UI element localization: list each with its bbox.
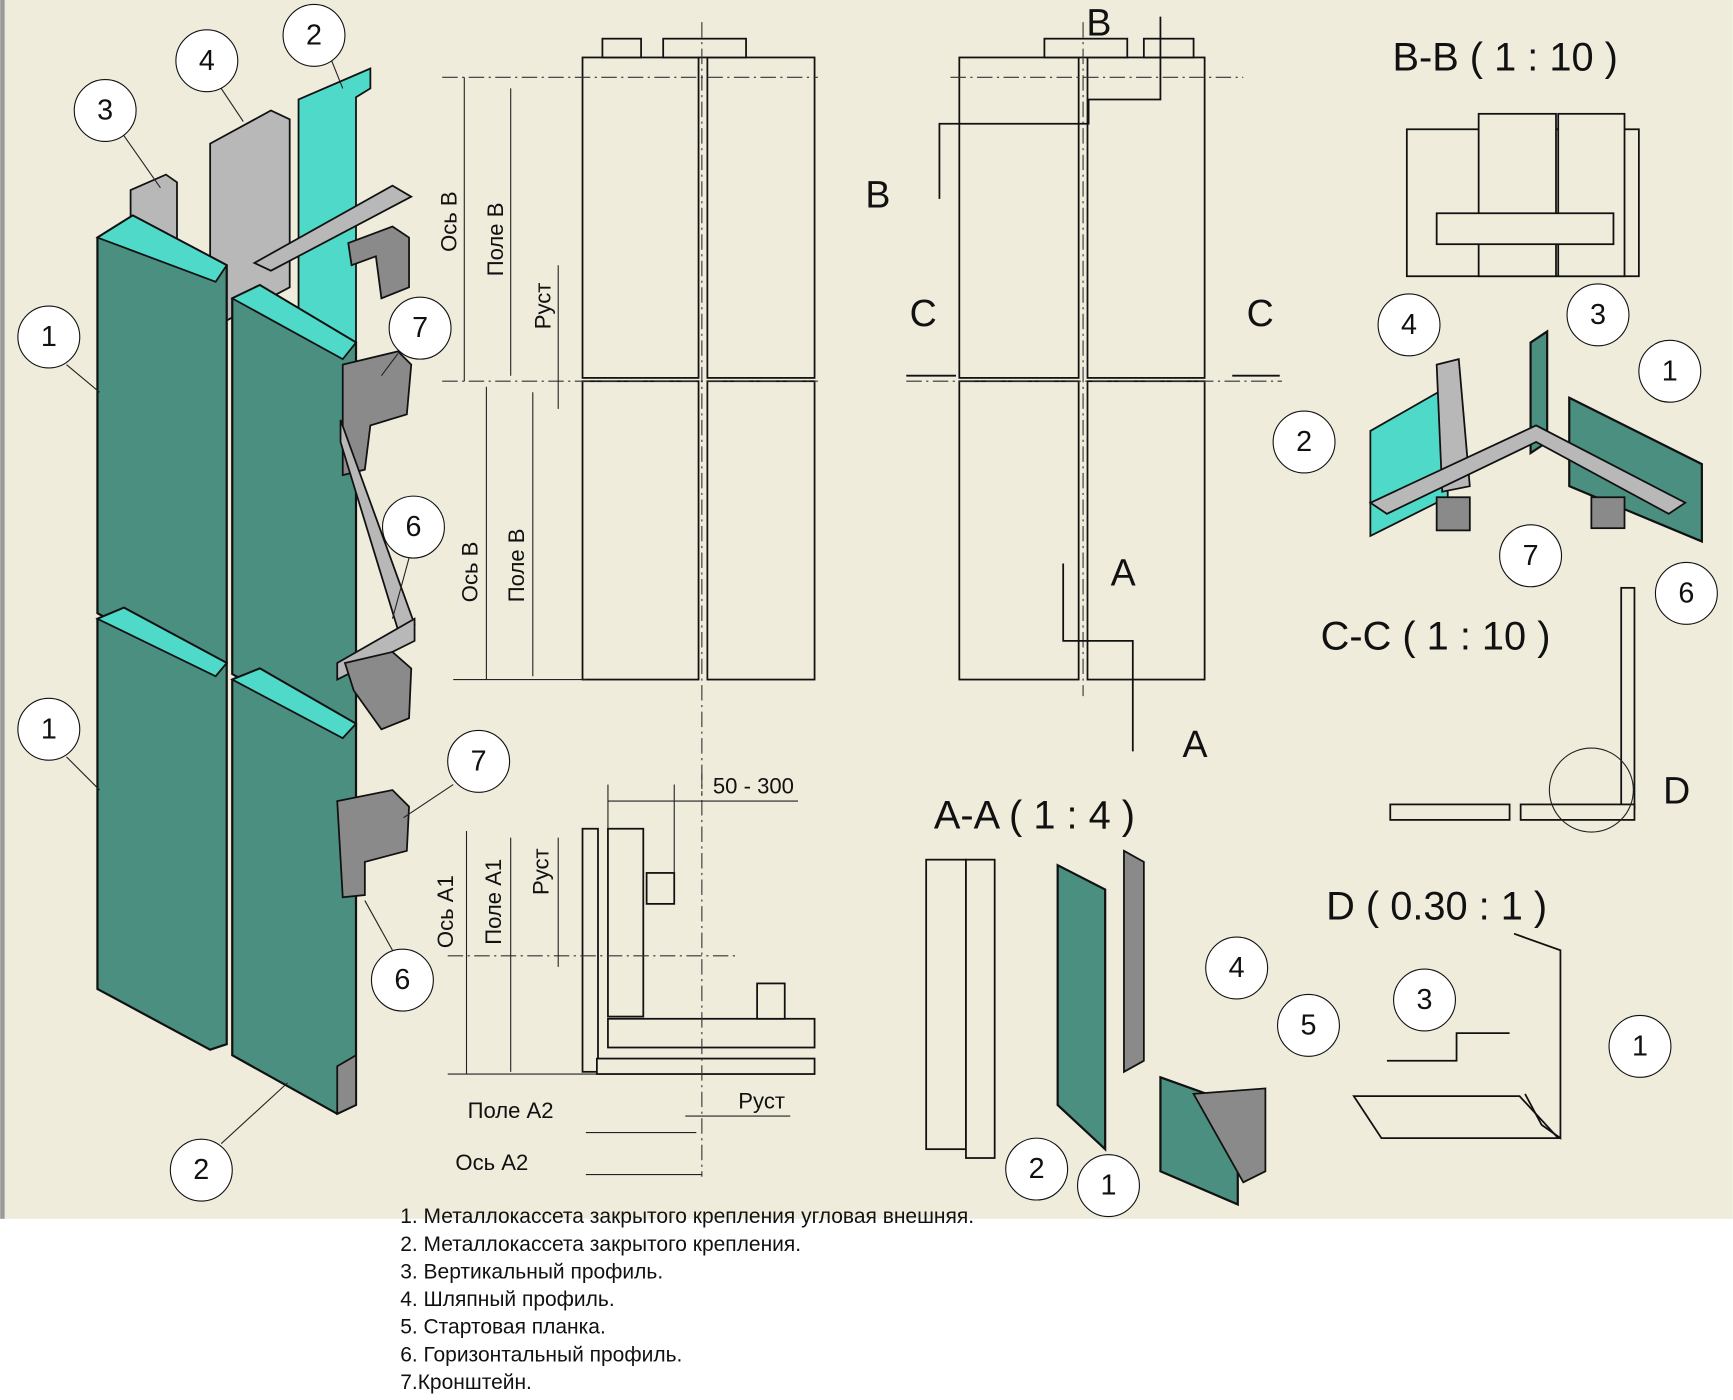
callout-6: 6 (381, 495, 445, 559)
svg-text:2: 2 (306, 19, 322, 51)
title-bb: B-B ( 1 : 10 ) (1392, 36, 1617, 80)
callout-1: 1 (17, 305, 81, 369)
svg-text:1: 1 (1662, 355, 1678, 387)
svg-text:2: 2 (1029, 1153, 1045, 1185)
left-border (0, 0, 5, 1219)
callout-3: 3 (1393, 968, 1457, 1032)
isometric-view (95, 67, 416, 1116)
aa-callouts: 4 5 2 1 (1005, 936, 1340, 1218)
svg-text:1: 1 (1632, 1030, 1648, 1062)
title-cc: C-C ( 1 : 10 ) (1321, 615, 1551, 659)
svg-text:6: 6 (394, 964, 410, 996)
callout-2: 2 (1272, 410, 1336, 474)
callout-1: 1 (1638, 339, 1702, 403)
svg-text:2: 2 (1296, 426, 1312, 458)
svg-text:Поле В: Поле В (483, 203, 508, 277)
callout-2: 2 (1005, 1137, 1069, 1201)
svg-text:A: A (1183, 723, 1208, 765)
elevation-right: B B C C A A (865, 1, 1282, 765)
svg-text:Руст: Руст (738, 1088, 785, 1113)
svg-text:1: 1 (1100, 1170, 1116, 1202)
bb-callouts: 4 3 1 2 7 6 (1272, 283, 1718, 625)
legend-item: 6. Горизонтальный профиль. (400, 1343, 682, 1366)
svg-text:B: B (865, 174, 890, 216)
callout-6: 6 (370, 948, 434, 1012)
d-callouts: 3 1 (1393, 968, 1672, 1078)
callout-5: 5 (1276, 993, 1340, 1057)
section-bb-iso (1368, 329, 1703, 544)
legend-item: 7.Кронштейн. (400, 1371, 532, 1394)
svg-text:3: 3 (97, 94, 113, 126)
svg-text:4: 4 (199, 45, 215, 77)
svg-text:3: 3 (1417, 984, 1433, 1016)
svg-text:2: 2 (193, 1154, 209, 1186)
svg-text:B: B (1086, 1, 1111, 43)
section-aa (925, 849, 1267, 1207)
legend-item: 3. Вертикальный профиль. (400, 1260, 663, 1283)
legend-item: 4. Шляпный профиль. (400, 1288, 614, 1311)
svg-text:5: 5 (1300, 1009, 1316, 1041)
callout-1: 1 (1076, 1154, 1140, 1218)
callout-6: 6 (1654, 561, 1718, 625)
title-aa: A-A ( 1 : 4 ) (934, 794, 1135, 838)
legend-item: 5. Стартовая планка. (400, 1316, 606, 1339)
svg-text:7: 7 (471, 745, 487, 777)
callout-2: 2 (282, 3, 346, 67)
svg-text:1: 1 (41, 713, 57, 745)
svg-text:7: 7 (412, 312, 428, 344)
svg-text:Поле A1: Поле A1 (481, 859, 506, 945)
svg-text:D: D (1663, 769, 1690, 811)
svg-text:6: 6 (405, 511, 421, 543)
plan-view: 50 - 300 Ось A1 Поле A1 Руст Поле A2 Рус… (433, 773, 816, 1177)
svg-text:Ось В: Ось В (437, 191, 462, 252)
callout-3: 3 (73, 79, 137, 142)
iso-callouts: 2 4 3 1 7 6 1 7 6 2 (17, 3, 511, 1202)
callout-1: 1 (17, 697, 81, 761)
legend-item: 1. Металлокассета закрытого крепления уг… (400, 1205, 974, 1228)
legend-item: 2. Металлокассета закрытого крепления. (400, 1233, 801, 1256)
detail-d (1352, 932, 1562, 1140)
callout-3: 3 (1566, 283, 1630, 347)
callout-4: 4 (1205, 936, 1269, 1000)
svg-text:6: 6 (1678, 577, 1694, 609)
callout-4: 4 (1377, 293, 1441, 357)
svg-text:Руст: Руст (528, 848, 553, 895)
svg-text:Поле В: Поле В (504, 529, 529, 603)
svg-text:4: 4 (1229, 952, 1245, 984)
svg-text:Руст: Руст (530, 283, 555, 330)
callout-7: 7 (447, 729, 511, 793)
elevation-left: Ось В Поле В Руст Ось В Поле В (437, 22, 818, 796)
svg-text:Ось A2: Ось A2 (455, 1150, 528, 1175)
callout-7: 7 (388, 296, 452, 360)
svg-text:C: C (1247, 292, 1274, 334)
svg-text:3: 3 (1590, 299, 1606, 331)
leader-lines (66, 60, 454, 1145)
svg-text:Поле A2: Поле A2 (468, 1098, 554, 1123)
callout-1: 1 (1608, 1014, 1672, 1078)
svg-text:A: A (1111, 552, 1136, 594)
svg-text:C: C (910, 292, 937, 334)
svg-text:Ось В: Ось В (458, 542, 483, 603)
svg-text:50 - 300: 50 - 300 (713, 773, 794, 798)
svg-text:1: 1 (41, 321, 57, 353)
section-bb (1405, 112, 1640, 278)
svg-text:4: 4 (1401, 309, 1417, 341)
section-cc: D (1389, 586, 1690, 833)
svg-text:Ось A1: Ось A1 (433, 875, 458, 948)
callout-4: 4 (175, 29, 239, 93)
callout-7: 7 (1499, 524, 1563, 588)
legend: 1. Металлокассета закрытого крепления уг… (400, 1205, 974, 1394)
svg-text:7: 7 (1523, 540, 1539, 572)
callout-2: 2 (169, 1138, 233, 1202)
title-d: D ( 0.30 : 1 ) (1326, 884, 1547, 928)
